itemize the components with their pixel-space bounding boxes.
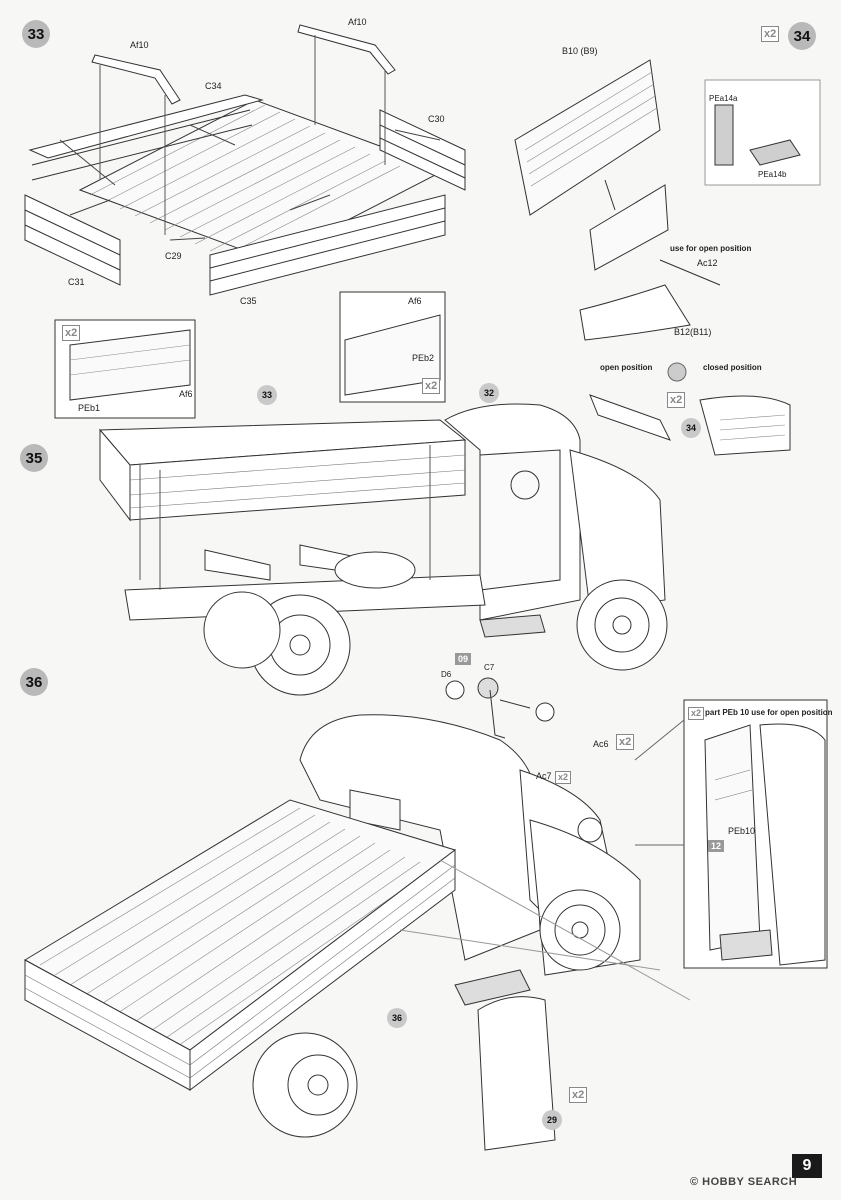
label-b12: B12(B11) xyxy=(674,327,712,337)
step-number-35: 35 xyxy=(20,444,48,472)
label-af6-a: Af6 xyxy=(408,296,422,306)
label-closed-position: closed position xyxy=(703,363,762,372)
label-b10: B10 (B9) xyxy=(562,46,598,56)
label-c7: C7 xyxy=(484,663,495,672)
label-peb10: PEb10 xyxy=(728,826,756,836)
step-number-36: 36 xyxy=(20,668,48,696)
truck-35-drawing xyxy=(98,403,668,696)
multiplier-inset-right: x2 xyxy=(422,378,441,394)
color-tag-09: 09 xyxy=(455,653,472,665)
label-ac6: Ac6 xyxy=(593,739,609,749)
watermark: © HOBBY SEARCH xyxy=(690,1176,798,1188)
label-pea14a: PEa14a xyxy=(709,94,738,103)
label-pea14b: PEa14b xyxy=(758,170,787,179)
label-peb1: PEb1 xyxy=(78,403,101,413)
color-tag-12: 12 xyxy=(708,840,725,852)
label-c29: C29 xyxy=(165,251,182,261)
multiplier-inset-left: x2 xyxy=(62,325,81,341)
page-number: 9 xyxy=(792,1154,822,1178)
multiplier-ac7: x2 xyxy=(555,771,572,784)
bed-floor-drawing xyxy=(24,24,466,296)
step-number-34: 34 xyxy=(788,22,816,50)
ref-step-33: 33 xyxy=(257,385,277,405)
label-af10-a: Af10 xyxy=(130,40,149,50)
multiplier-inset-door: x2 xyxy=(688,707,705,720)
label-open-position: open position xyxy=(600,363,653,372)
label-peb10-note: part PEb 10 use for open position xyxy=(705,708,833,717)
label-ac12: Ac12 xyxy=(697,258,718,268)
ref-step-34: 34 xyxy=(681,418,701,438)
ref-step-32: 32 xyxy=(479,383,499,403)
multiplier-open-position: x2 xyxy=(667,392,686,408)
label-af10-b: Af10 xyxy=(348,17,367,27)
multiplier-ac6: x2 xyxy=(616,734,635,750)
truck-36-drawing xyxy=(23,677,691,1151)
label-ac7: Ac7 xyxy=(536,771,552,781)
label-c35: C35 xyxy=(240,296,257,306)
label-d6: D6 xyxy=(441,670,452,679)
step-number-33: 33 xyxy=(22,20,50,48)
label-af6-b: Af6 xyxy=(179,389,193,399)
cover-panel-drawing xyxy=(514,59,821,456)
label-c34: C34 xyxy=(205,81,222,91)
label-peb2: PEb2 xyxy=(412,353,435,363)
label-use-open-position: use for open position xyxy=(670,244,752,253)
multiplier-door: x2 xyxy=(569,1087,588,1103)
ref-step-29: 29 xyxy=(542,1110,562,1130)
label-c31: C31 xyxy=(68,277,85,287)
label-c30: C30 xyxy=(428,114,445,124)
ref-step-36: 36 xyxy=(387,1008,407,1028)
multiplier-step34: x2 xyxy=(761,26,780,42)
